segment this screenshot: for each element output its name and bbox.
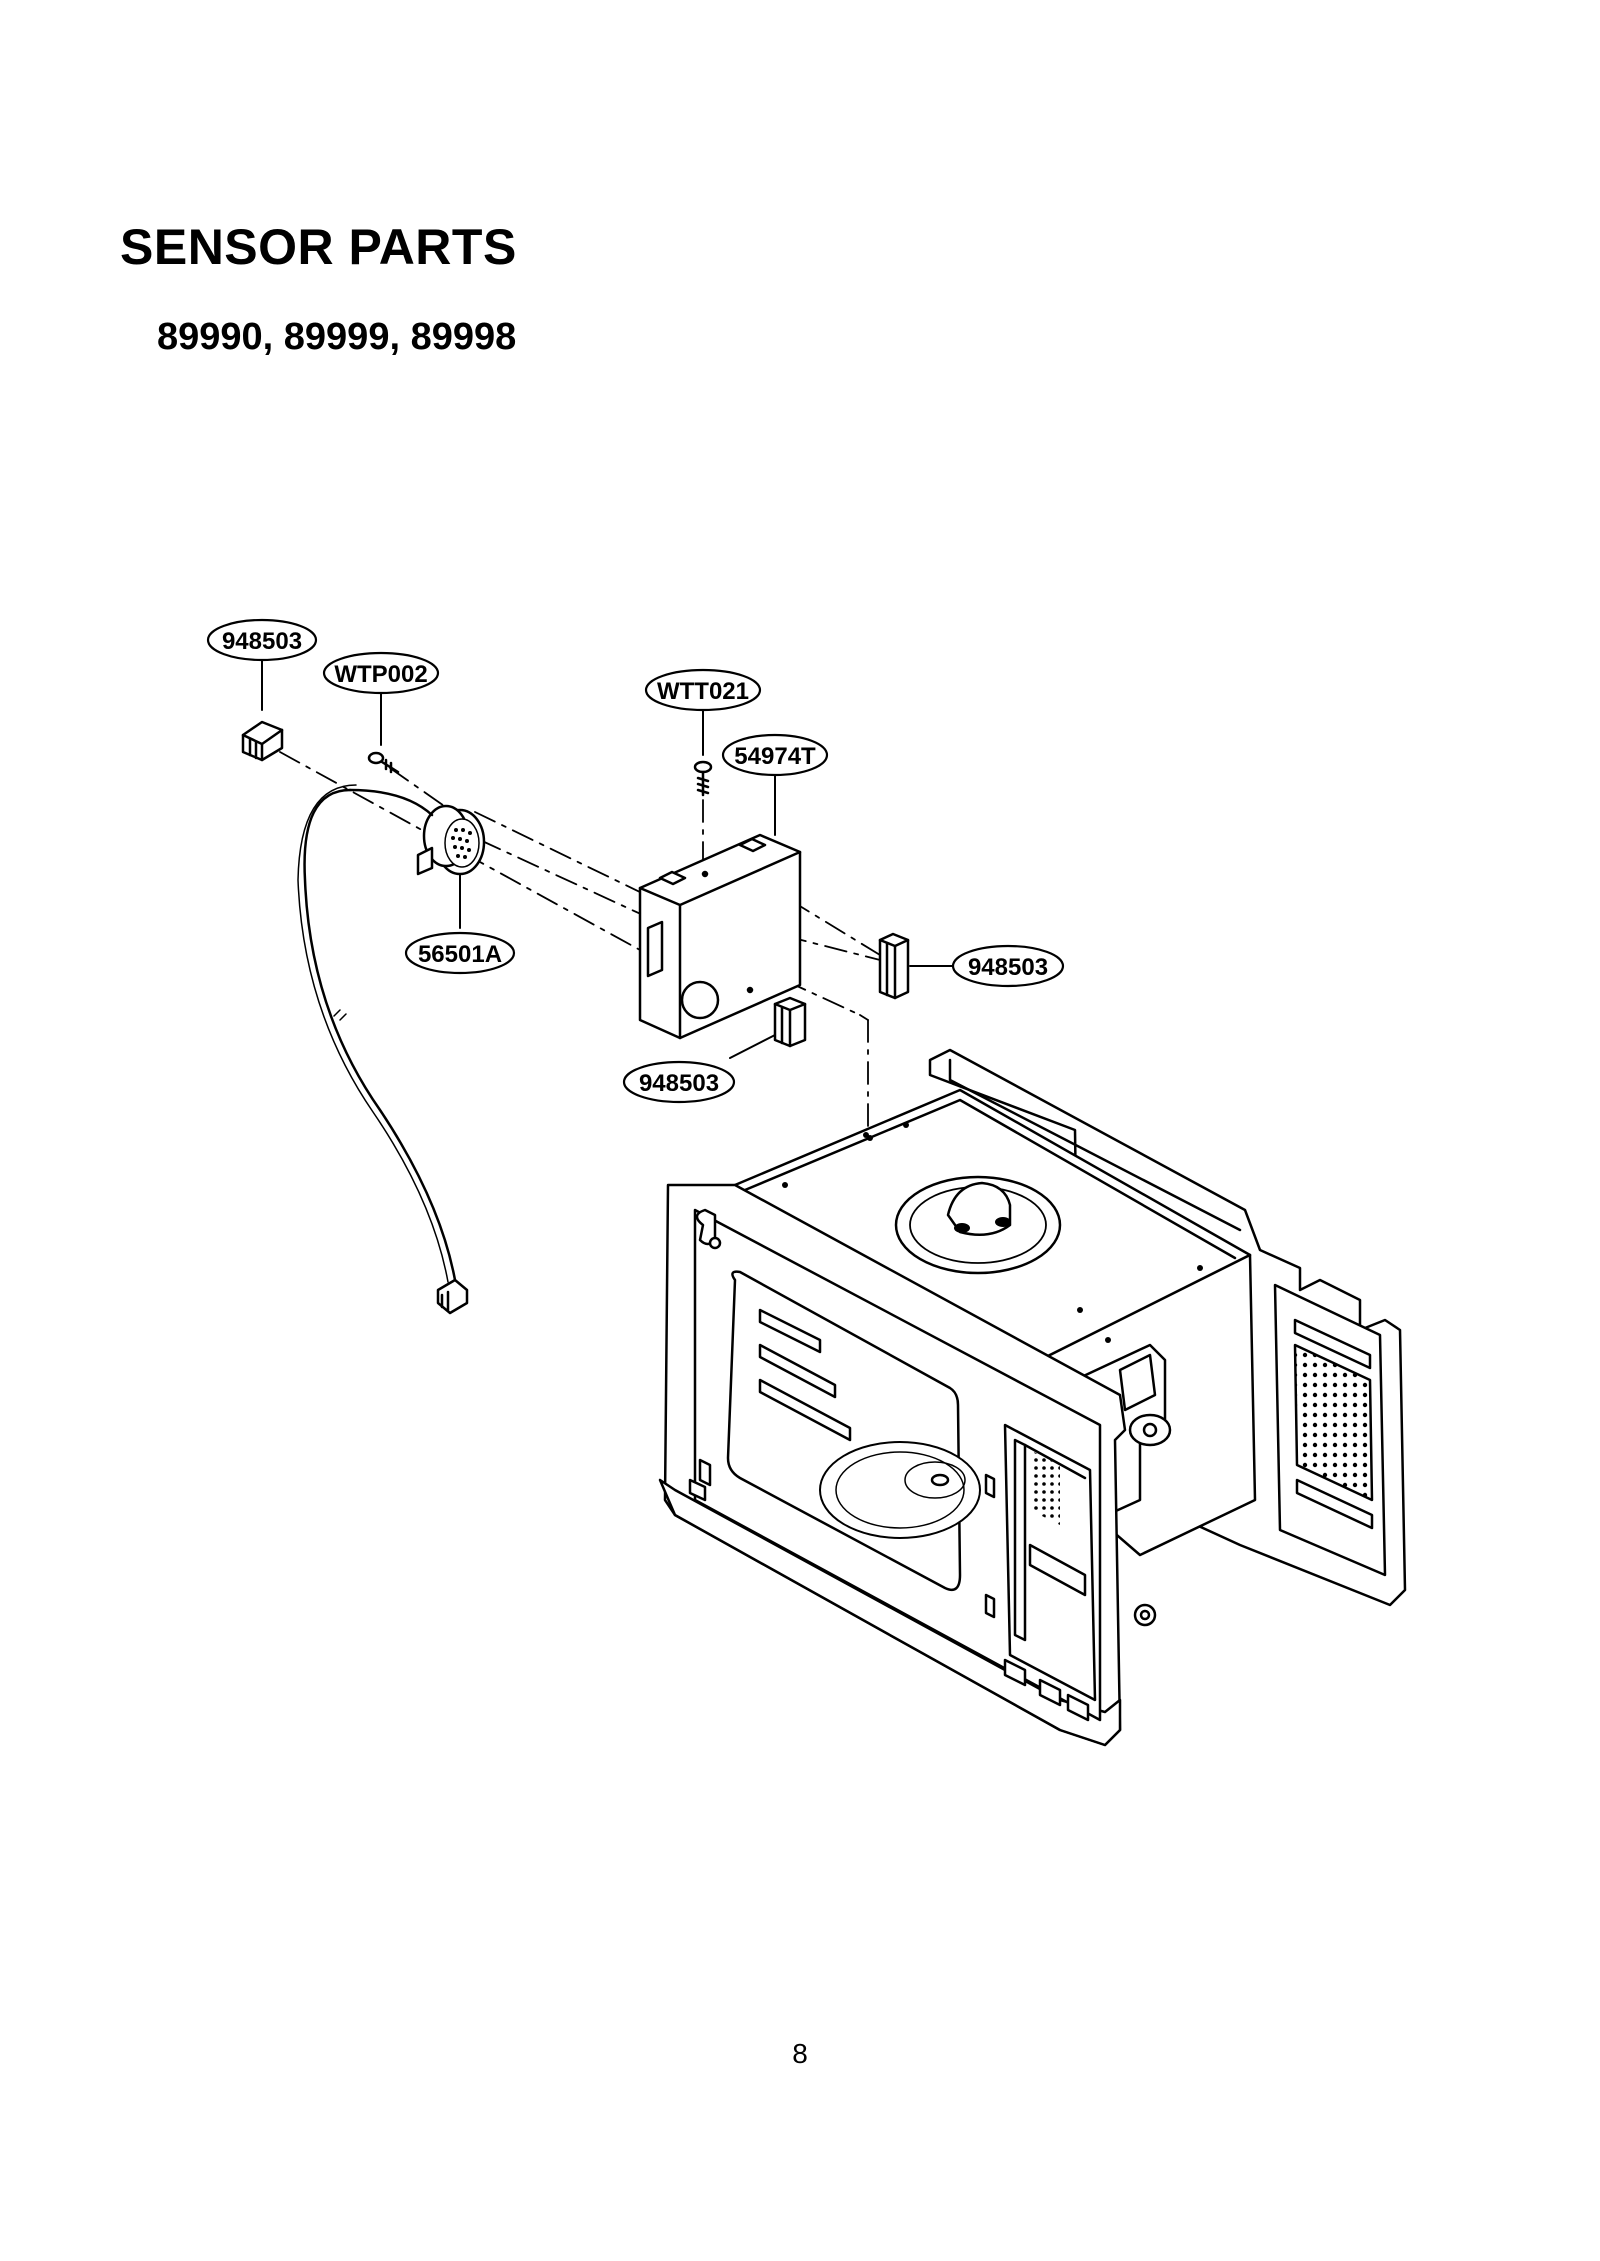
callout-948503-bottom: 948503: [639, 1070, 719, 1097]
callout-oval-54974t: [721, 733, 829, 777]
connector-948503-right: [878, 932, 910, 1000]
screw-wtt021: [693, 760, 713, 797]
callout-wtt021: WTT021: [657, 678, 749, 705]
callout-oval-948503-bottom: [622, 1060, 736, 1104]
model-numbers: 89990, 89999, 89998: [157, 316, 517, 358]
callout-948503-right: 948503: [968, 954, 1048, 981]
page-number: 8: [792, 2038, 808, 2069]
callout-labels: 948503 WTP002 WTT021 54974T 56501A 94850…: [222, 628, 1048, 1097]
screw-wtp002: [367, 751, 400, 774]
callout-948503-top: 948503: [222, 628, 302, 655]
callout-56501a: 56501A: [418, 941, 502, 968]
vent-grille: [1295, 1345, 1372, 1500]
page-title: SENSOR PARTS: [120, 219, 517, 275]
connector-948503-top: [241, 720, 284, 762]
callout-oval-wtp002: [322, 651, 440, 695]
oven-cavity-chassis: [658, 1048, 1407, 1747]
callout-oval-wtt021: [644, 668, 762, 712]
callouts: [206, 618, 1065, 1104]
leader-lines: [261, 659, 953, 1059]
humidity-sensor-56501a: [297, 784, 486, 1315]
callout-oval-948503-right: [951, 944, 1065, 988]
callout-oval-56501a: [404, 931, 516, 975]
callout-oval-948503-top: [206, 618, 318, 662]
callout-54974t: 54974T: [734, 743, 816, 770]
connector-948503-bottom: [773, 996, 807, 1048]
sensor-bracket-54974t: [638, 833, 802, 1040]
callout-wtp002: WTP002: [334, 661, 427, 688]
